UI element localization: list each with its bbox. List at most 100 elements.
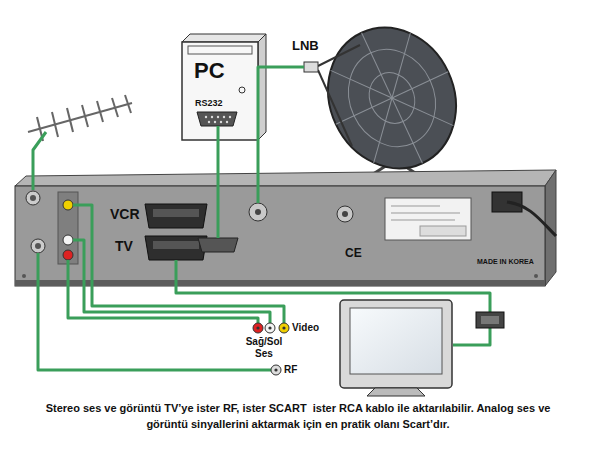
figure-caption: Stereo ses ve görüntü TV’ye ister RF, is… [33,401,563,433]
feed-arm [318,70,352,146]
sticker-line [391,220,455,221]
scart-pins [153,241,199,249]
lnb-cable [290,66,304,69]
dish-reflector [305,7,478,190]
pin [211,116,213,118]
lnb-cable [257,186,260,203]
pin [217,116,219,118]
dish-grid [392,98,422,163]
scart-port [145,204,207,228]
antenna-element [82,105,88,127]
audio-jack [63,235,73,245]
f-pin [255,209,261,215]
mark-text: CE [345,246,362,260]
f-pin [342,211,348,217]
device-name: PC [194,58,225,84]
tv-stand [367,388,425,396]
rating-sticker [385,198,471,240]
scart-pins [153,209,199,217]
television [340,300,452,396]
screw [534,274,538,278]
connector-label: RF [284,364,297,376]
dish-grid [331,52,392,117]
port-name: TV [115,238,133,255]
serial-port [197,112,237,126]
scart-plug [476,312,504,328]
antenna-boom [28,103,132,132]
rca-plug [279,323,289,333]
scart-port [145,236,207,260]
plug-pin [256,326,259,329]
plug-pin [274,368,277,371]
audio-jack [63,250,73,260]
dish-grid [392,79,453,144]
lnb-in-connector [249,203,267,221]
pin [229,116,231,118]
receiver-base [15,280,545,286]
cable-connector [258,67,290,186]
video-jack [63,200,73,210]
dish-box: LNB [290,38,460,175]
receiver-top [15,170,556,186]
cable-connector [217,140,220,186]
screw [22,274,26,278]
connector-label: Sağ/Sol Ses [242,336,286,360]
video-cable [73,205,284,323]
serial-cable [217,126,220,140]
scart-plug-pins [481,316,499,324]
dish-grid [362,33,392,98]
pin [214,121,216,123]
dish-grid [336,98,392,124]
pin [226,121,228,123]
dish-grid [392,72,448,98]
antenna-element [112,98,118,117]
satellite-dish [304,7,479,190]
rca-plug [265,323,275,333]
pin [205,116,207,118]
pc-tower [182,34,266,140]
drive-bay [188,46,252,54]
rf-in-connector [26,191,40,205]
rca-plate [58,192,78,264]
rs232-port [198,238,238,252]
plug-pin [268,326,271,329]
scart-cable [453,328,490,345]
pin [220,121,222,123]
plug-pin [282,326,285,329]
pc-box: PC RS232 [182,42,258,140]
lnb-head [304,62,318,72]
tv-bezel [340,300,452,388]
sticker-warning [420,226,466,236]
serial-cable [217,186,220,238]
rf-plug [271,365,281,375]
dish-grid [370,33,431,98]
dish-grid [352,98,413,163]
antenna-element [52,112,58,137]
receiver-box: VCRTVCEMADE IN KOREA [15,186,545,286]
pc-top [182,34,266,42]
satellite-receiver [15,170,556,286]
device-name: LNB [292,38,319,54]
pin [223,116,225,118]
antenna-element [125,95,131,113]
sticker-line [391,213,460,214]
receiver-back-panel [15,186,545,286]
rf-pin [30,195,36,201]
loop-out-connector [337,206,353,222]
antenna-element [97,101,103,122]
sticker-line [391,206,440,207]
antenna-cable [33,132,46,190]
port-name: RS232 [195,98,223,109]
rca-plug [253,323,263,333]
power-button [239,87,245,93]
audio-cable [73,240,270,323]
origin-text: MADE IN KOREA [477,258,534,266]
connector-label: Video [292,322,319,334]
pin [208,121,210,123]
tv-screen [350,308,442,374]
rf-pin [35,243,41,249]
pc-front [182,42,258,140]
power-cord [507,202,556,236]
rf-out-connector [31,239,45,253]
